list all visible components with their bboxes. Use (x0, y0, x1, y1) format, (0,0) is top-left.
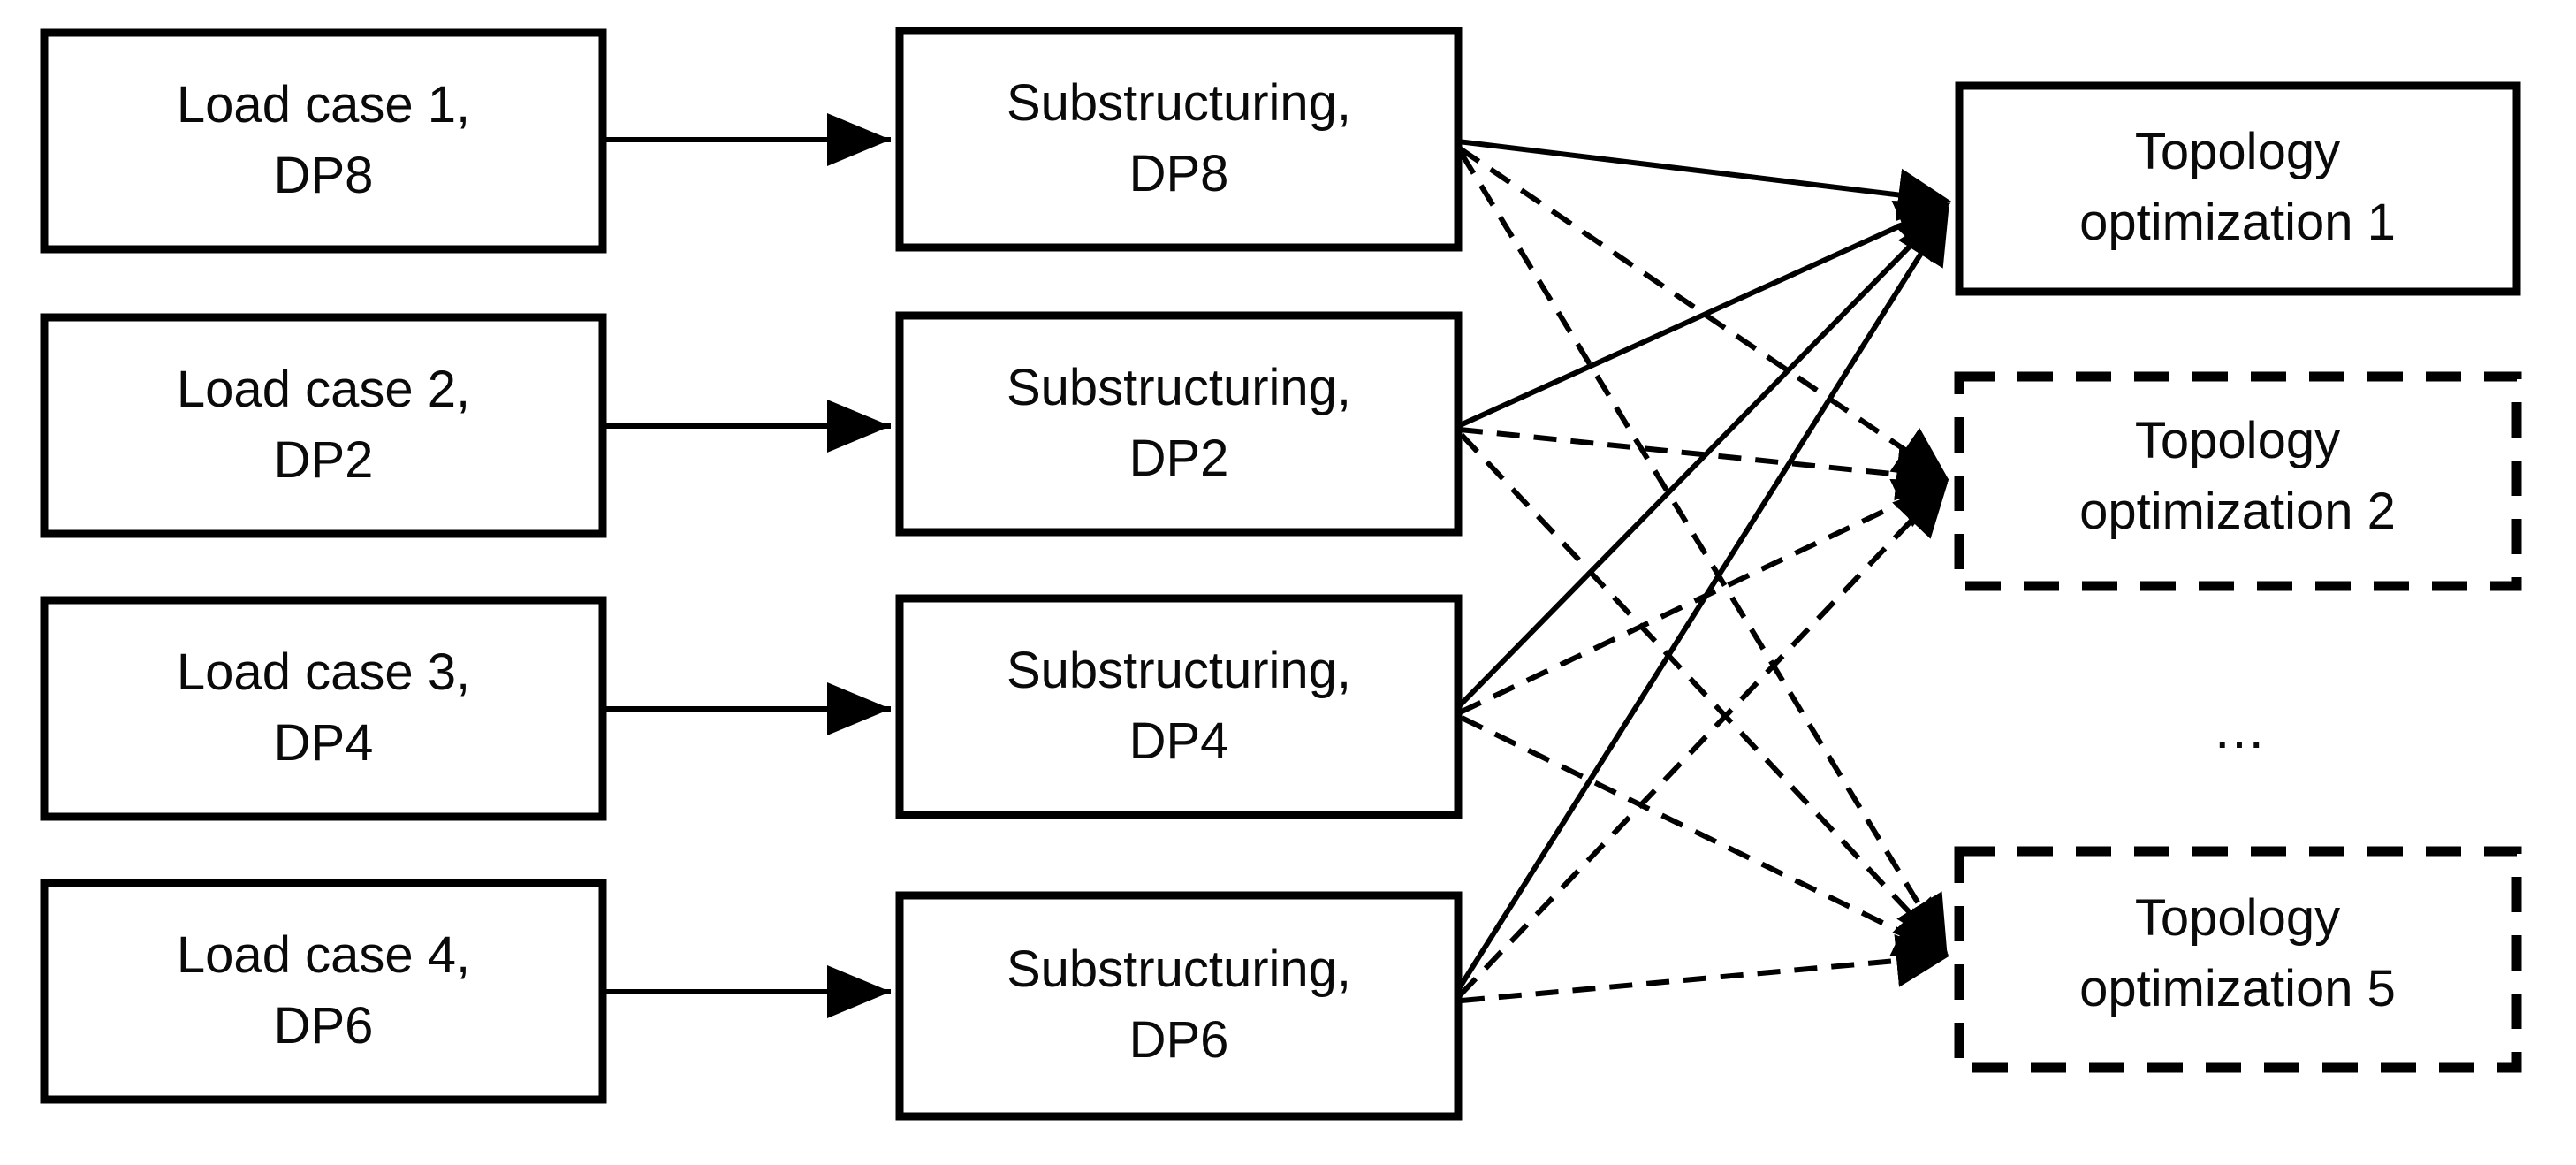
edge-sub4-to-topo1 (1455, 209, 1949, 992)
edge-sub2-to-topo2 (1459, 427, 1949, 501)
edge-sub2-to-topo5 (1459, 432, 1949, 954)
edge-sub3-to-topo2 (1458, 479, 1949, 715)
box-load-case-3-line2: DP4 (274, 714, 374, 772)
topology-optimization-ellipsis: ... (2215, 699, 2266, 760)
edge-sub3-to-topo1 (1455, 205, 1950, 710)
box-load-case-1-line2: DP8 (274, 147, 374, 204)
box-load-case-2[interactable]: Load case 2, DP2 (40, 313, 607, 538)
box-topology-optimization-1-rect[interactable] (1955, 81, 2521, 296)
box-topology-optimization-5-line2: optimization 5 (2079, 960, 2396, 1017)
box-substructuring-2[interactable]: Substructuring, DP2 (895, 311, 1463, 537)
box-substructuring-2-line1: Substructuring, (1007, 359, 1351, 416)
edge-sub1-to-topo5 (1459, 152, 1948, 951)
box-topology-optimization-2-line2: optimization 2 (2079, 483, 2396, 540)
box-substructuring-2-rect[interactable] (895, 311, 1463, 537)
box-substructuring-4-line1: Substructuring, (1007, 940, 1351, 998)
box-load-case-4-rect[interactable] (40, 879, 607, 1104)
edge-sub2-to-topo1 (1456, 200, 1951, 429)
box-load-case-1-line1: Load case 1, (177, 76, 470, 133)
box-topology-optimization-5[interactable]: Topology optimization 5 (1954, 846, 2522, 1073)
box-substructuring-3-line2: DP4 (1129, 712, 1229, 770)
box-topology-optimization-1-line1: Topology (2135, 123, 2340, 180)
box-substructuring-2-line2: DP2 (1129, 430, 1229, 487)
edges-loadcase-to-substructuring (606, 113, 891, 1018)
box-substructuring-4-rect[interactable] (895, 891, 1463, 1121)
box-substructuring-1[interactable]: Substructuring, DP8 (895, 27, 1463, 252)
box-topology-optimization-1-line2: optimization 1 (2079, 194, 2396, 251)
edges-substructuring-to-topology (1455, 139, 1951, 1003)
box-topology-optimization-2[interactable]: Topology optimization 2 (1954, 371, 2522, 591)
box-substructuring-1-line2: DP8 (1129, 145, 1229, 202)
box-substructuring-4-line2: DP6 (1129, 1011, 1229, 1069)
box-load-case-2-rect[interactable] (40, 313, 607, 538)
box-load-case-4[interactable]: Load case 4, DP6 (40, 879, 607, 1104)
box-load-case-3[interactable]: Load case 3, DP4 (40, 596, 607, 821)
column-substructuring: Substructuring, DP8 Substructuring, DP2 … (895, 27, 1463, 1121)
box-load-case-3-rect[interactable] (40, 596, 607, 821)
box-substructuring-3[interactable]: Substructuring, DP4 (895, 594, 1463, 819)
box-topology-optimization-2-line1: Topology (2135, 412, 2340, 469)
box-load-case-3-line1: Load case 3, (177, 643, 470, 701)
edge-sub1-to-topo1 (1457, 139, 1951, 222)
column-topology-optimization: Topology optimization 1 Topology optimiz… (1954, 81, 2522, 1073)
box-topology-optimization-5-rect[interactable] (1954, 846, 2522, 1073)
box-topology-optimization-5-line1: Topology (2135, 889, 2340, 947)
edge-sub4-to-topo5 (1461, 934, 1949, 1003)
box-load-case-2-line2: DP2 (274, 431, 374, 489)
box-substructuring-3-line1: Substructuring, (1007, 642, 1351, 699)
box-topology-optimization-1[interactable]: Topology optimization 1 (1955, 81, 2521, 296)
box-substructuring-3-rect[interactable] (895, 594, 1463, 819)
box-substructuring-1-line1: Substructuring, (1007, 74, 1351, 132)
edge-sub4-to-topo2 (1457, 482, 1949, 998)
box-topology-optimization-2-rect[interactable] (1954, 371, 2522, 591)
column-load-cases: Load case 1, DP8 Load case 2, DP2 Load c… (40, 28, 607, 1104)
edge-sub3-to-topo5 (1460, 715, 1949, 956)
edge-sub1-to-topo2 (1458, 146, 1949, 480)
box-load-case-2-line1: Load case 2, (177, 361, 470, 418)
box-substructuring-4[interactable]: Substructuring, DP6 (895, 891, 1463, 1121)
box-load-case-1[interactable]: Load case 1, DP8 (40, 28, 607, 254)
box-load-case-4-line2: DP6 (274, 997, 374, 1055)
box-load-case-1-rect[interactable] (40, 28, 607, 254)
box-substructuring-1-rect[interactable] (895, 27, 1463, 252)
box-load-case-4-line1: Load case 4, (177, 926, 470, 984)
